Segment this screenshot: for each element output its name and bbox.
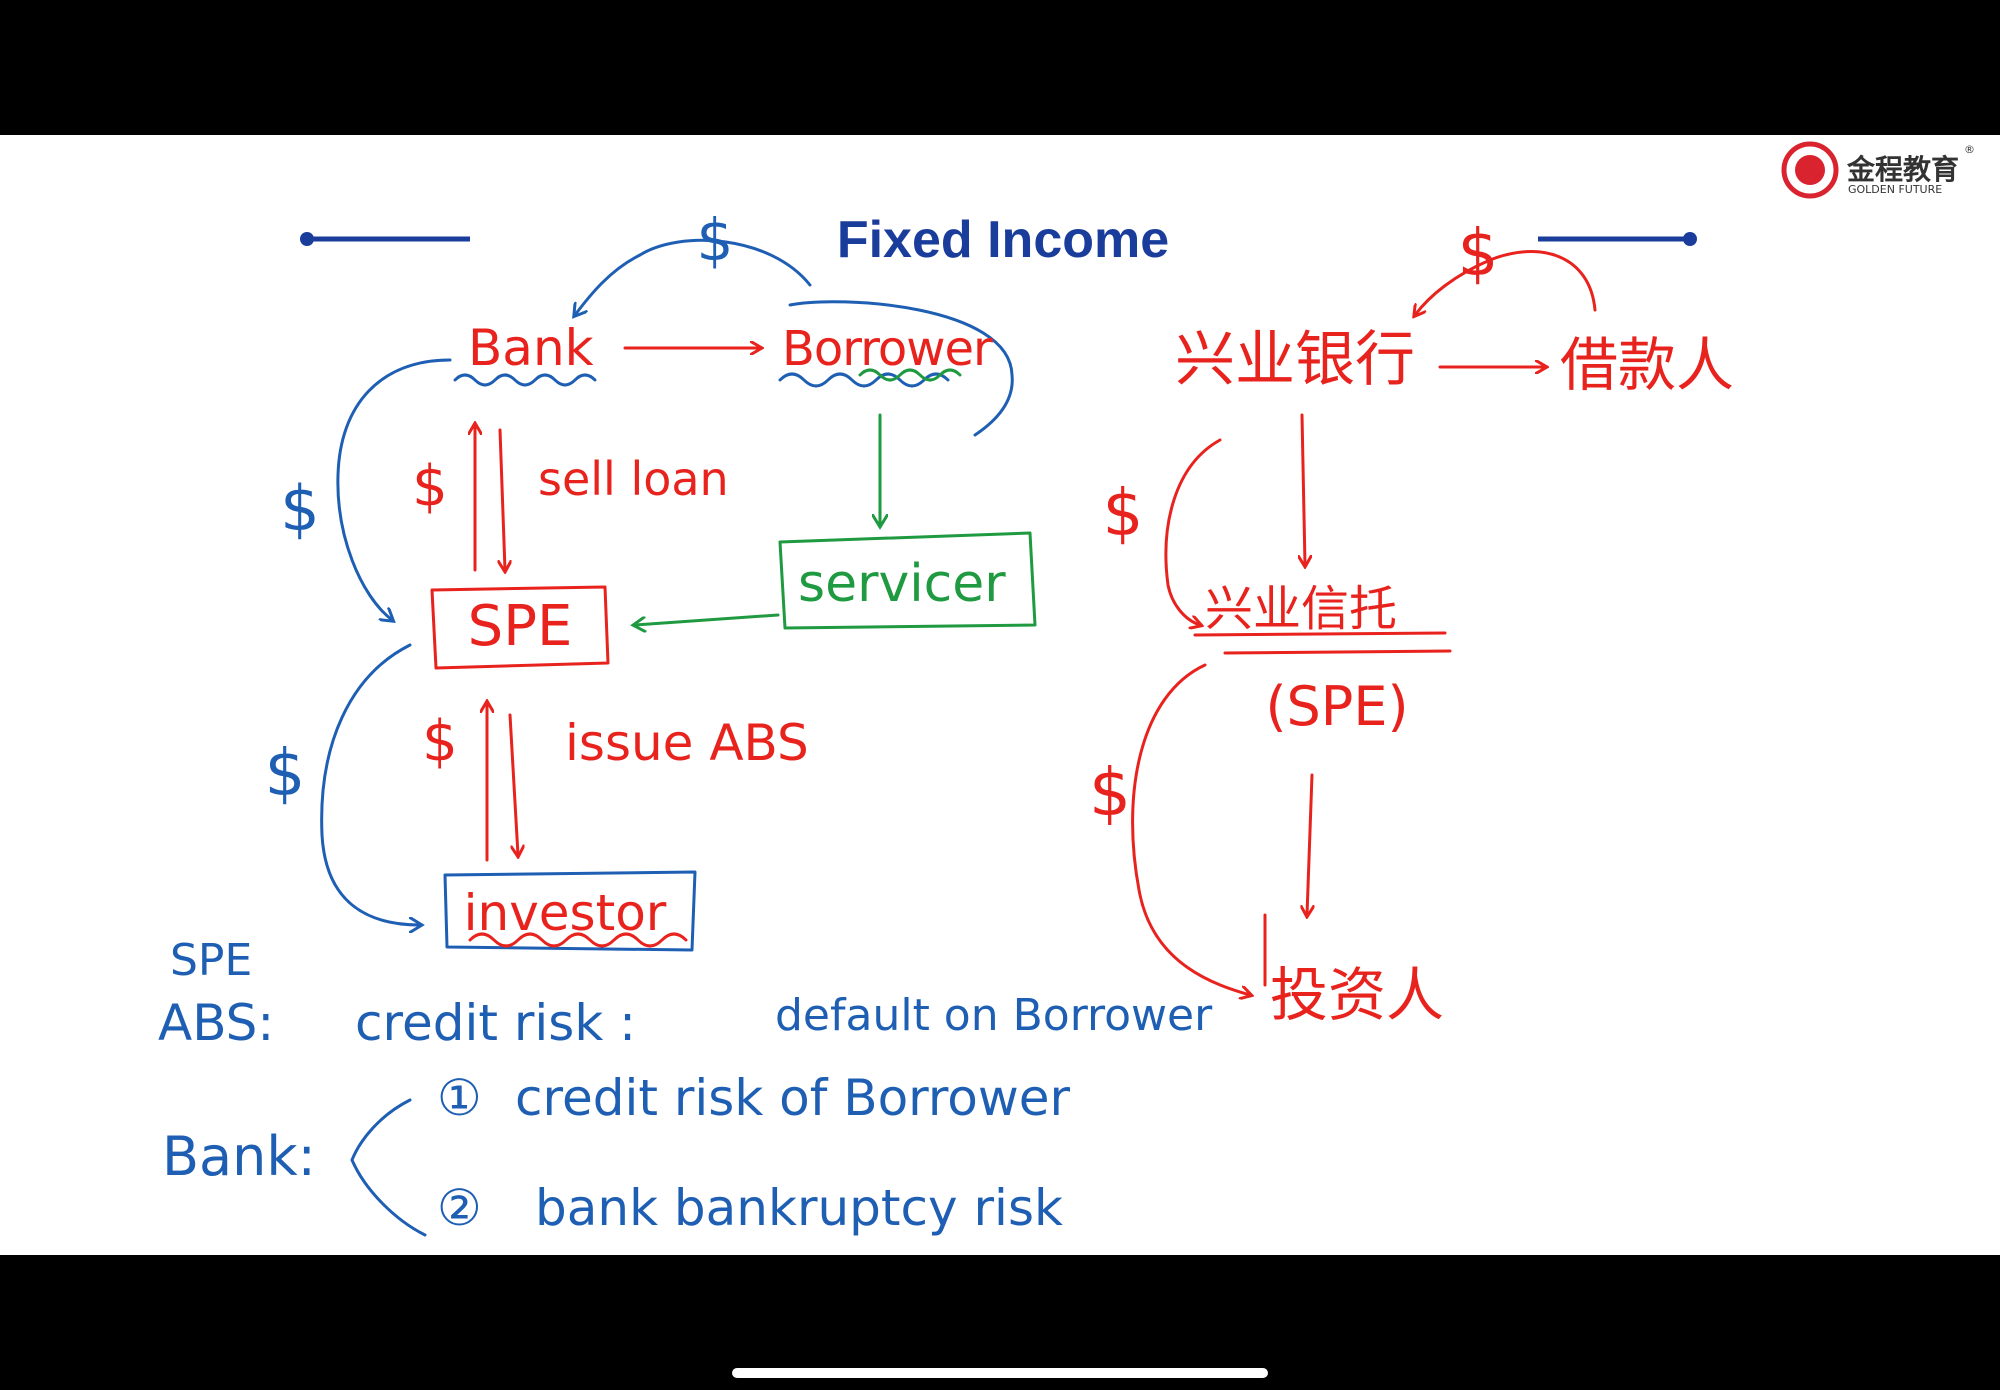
note-abs-credit-risk: credit risk : [355,994,636,1052]
bank-cn-to-trust-red-arc [1164,438,1222,625]
node-servicer: servicer [798,554,1006,614]
dollar-top-left: $ [697,206,734,274]
label-issue-abs: issue ABS [565,714,809,772]
note-spe: SPE [170,935,252,986]
dollar-bank-trust-right: $ [1103,477,1144,551]
node-spe-paren: (SPE) [1265,675,1408,738]
borrower-to-bank-payment-arrow [575,238,812,315]
node-investor-cn: 投资人 [1270,961,1444,1029]
investor-box [443,870,697,952]
whiteboard-drawing: Fixed Income 金程教育 ® GOLDEN FUTURE [158,141,1975,1237]
logo: 金程教育 ® GOLDEN FUTURE [1781,141,1975,199]
spe-to-investor-abs-arrow [508,713,518,855]
node-bank-cn: 兴业银行 [1175,325,1415,395]
dollar-spe-investor-blue: $ [265,737,306,811]
node-bank: Bank [468,319,594,377]
logo-name-en: GOLDEN FUTURE [1848,183,1942,196]
title-decoration-right [1538,232,1697,246]
slide-title: Fixed Income [837,211,1169,269]
dollar-bank-spe-red: $ [412,454,448,519]
bank-wavy-underline [453,373,597,387]
trust-to-investor-cn-red-arc [1131,663,1250,995]
dollar-bank-spe-blue: $ [280,472,319,545]
slide-canvas: Fixed Income 金程教育 ® GOLDEN FUTURE [0,135,2000,1255]
bank-cn-to-trust-arrow [1302,413,1305,565]
spe-to-investor-blue-arc [320,643,420,925]
investor-wavy-underline [468,932,688,948]
logo-seal-icon [1781,141,1839,199]
borrower-wavy-underline-green [858,368,962,382]
borrower-loop-arc [788,300,1014,437]
note-bank-item1-num: ① [437,1069,482,1127]
note-bank-item1: credit risk of Borrower [515,1069,1071,1127]
logo-registered-mark: ® [1964,143,1975,156]
dollar-trust-investor-right: $ [1089,754,1131,831]
borrower-cn-to-bank-cn-payment-arrow [1415,250,1597,315]
title-decoration-left [300,232,470,246]
node-trust-cn: 兴业信托 [1205,581,1397,637]
spe-cn-to-investor-cn-arrow [1307,773,1312,915]
note-abs-label: ABS: [158,994,274,1052]
bank-notes-brace [350,1098,427,1237]
dollar-spe-investor-red: $ [422,709,458,774]
logo-name-cn: 金程教育 [1846,153,1959,186]
servicer-box [778,531,1037,630]
home-indicator-bar[interactable] [732,1368,1268,1378]
trust-underline-1 [1193,631,1447,637]
trust-underline-2 [1223,649,1452,655]
node-borrower: Borrower [782,321,993,377]
note-abs-default: default on Borrower [775,990,1213,1041]
dollar-top-right: $ [1458,217,1499,291]
bank-to-spe-blue-arc [336,358,452,620]
bank-to-spe-loan-arrow [500,428,505,570]
note-bank-label: Bank: [162,1125,316,1188]
node-spe: SPE [468,594,573,659]
node-borrower-cn: 借款人 [1560,331,1734,399]
borrower-wavy-underline-blue [778,372,950,388]
node-investor: investor [464,884,667,942]
spe-box [430,585,610,670]
note-bank-item2: bank bankruptcy risk [535,1179,1063,1237]
note-bank-item2-num: ② [437,1179,482,1237]
servicer-to-spe-arrow [635,613,780,625]
label-sell-loan: sell loan [538,452,729,506]
